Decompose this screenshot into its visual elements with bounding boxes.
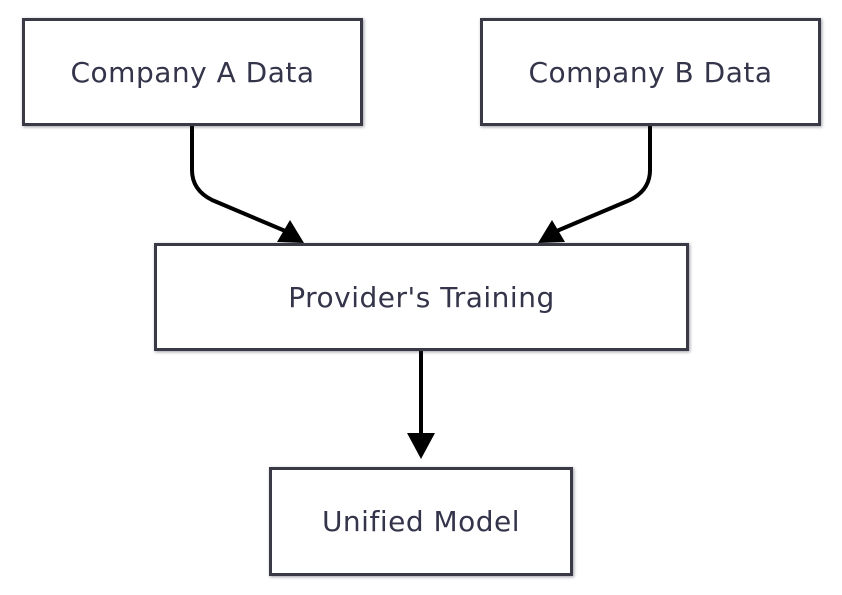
- arrowhead-icon: [538, 220, 565, 243]
- node-label: Unified Model: [321, 505, 521, 538]
- node-label: Company A Data: [70, 55, 315, 89]
- edge-provider-to-unified: [407, 351, 435, 459]
- edge-company-a-to-provider: [190, 126, 304, 243]
- node-providers-training: Provider's Training: [154, 243, 689, 351]
- arrowhead-icon: [277, 220, 304, 243]
- arrowhead-icon: [407, 433, 435, 459]
- node-label: Provider's Training: [288, 280, 555, 314]
- edge-company-b-to-provider: [538, 126, 652, 243]
- node-unified-model: Unified Model: [269, 467, 573, 576]
- node-label: Company B Data: [528, 55, 773, 89]
- node-company-b-data: Company B Data: [480, 18, 821, 126]
- node-company-a-data: Company A Data: [22, 18, 363, 126]
